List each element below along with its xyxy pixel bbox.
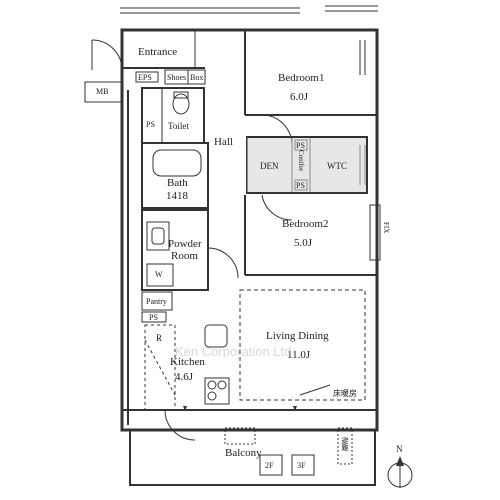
floor-heating-label: 床暖房: [333, 389, 357, 398]
eps-label: EPS: [138, 73, 152, 82]
balcony-door-arc: [164, 409, 196, 441]
burner: [207, 380, 217, 390]
room-label: Room: [171, 250, 198, 262]
bedroom2-size: 5.0J: [294, 237, 313, 249]
living-dining-size: 11.0J: [287, 349, 311, 361]
hatch-3f-label: 3F: [297, 461, 306, 470]
hall-label: Hall: [214, 136, 233, 148]
burner: [217, 380, 227, 390]
living-dining-label: Living Dining: [266, 330, 329, 342]
conifer-label: Conifer: [297, 150, 305, 172]
toilet-room: [141, 87, 205, 144]
living-dining-area: [239, 289, 366, 401]
fix-window: [369, 204, 381, 261]
north-label: N: [396, 444, 403, 454]
powder-room: [141, 209, 209, 291]
bath-label: Bath: [167, 177, 188, 189]
powder-door-arc: [207, 247, 239, 279]
watermark: Ken Corporation Ltd: [175, 344, 292, 359]
ps-wtc-top-label: PS: [296, 141, 305, 150]
pantry: [141, 291, 173, 311]
eps-box: [135, 71, 159, 83]
entrance-door-arc: [91, 39, 123, 71]
mb-box: [84, 81, 123, 103]
r-label: R: [156, 333, 163, 343]
closet-shade: [247, 138, 366, 192]
ps-toilet-label: PS: [146, 120, 155, 129]
north-arrow: [396, 456, 404, 466]
hatch-3f: [291, 454, 315, 476]
toilet-label: Toilet: [168, 121, 189, 131]
washer-space: [146, 263, 174, 287]
shoes-box: [164, 69, 206, 85]
outer-wall: [120, 28, 379, 432]
evac-label: 避難: [341, 437, 349, 451]
kitchen-diagonal: [144, 339, 176, 396]
kitchen-size: 4.6J: [175, 371, 194, 383]
ps-kitchen-label: PS: [149, 313, 158, 322]
box-label: Box: [190, 73, 204, 82]
hatch-2f: [259, 454, 283, 476]
ps-kitchen-box: [141, 311, 167, 323]
ps-wtc-bottom-label: PS: [296, 181, 305, 190]
fix-label: FIX: [382, 222, 390, 234]
kitchen-sink: [204, 324, 228, 348]
bath-room: [141, 142, 209, 209]
door-marker: [293, 406, 297, 411]
shoes-label: Shoes: [167, 73, 187, 82]
bedroom2-label: Bedroom2: [282, 218, 329, 230]
markers: [183, 406, 404, 466]
bedroom1-label: Bedroom1: [278, 72, 325, 84]
kitchen-label: Kitchen: [170, 356, 205, 368]
entrance-label: Entrance: [138, 46, 178, 58]
balcony-label: Balcony: [225, 447, 262, 459]
wtc-label: WTC: [327, 161, 347, 171]
cooktop: [204, 377, 230, 405]
bedroom2-door-arc: [261, 194, 293, 221]
toilet-tank: [173, 91, 189, 99]
pantry-label: Pantry: [146, 297, 167, 306]
evac-box: [337, 427, 353, 465]
sink: [151, 227, 165, 245]
vanity: [146, 221, 170, 251]
hatch-2f-label: 2F: [265, 461, 274, 470]
kitchen-counter: [144, 324, 176, 411]
floor-heating-mark: [299, 384, 331, 396]
bathtub: [152, 149, 202, 177]
bedroom1-size: 6.0J: [290, 91, 309, 103]
bath-size: 1418: [166, 190, 188, 202]
balcony: [129, 429, 376, 486]
toilet-fixture: [172, 93, 190, 115]
powder-label: Powder: [168, 238, 202, 250]
door-marker: [183, 406, 187, 411]
ac-unit: [224, 427, 256, 445]
w-label: W: [155, 270, 163, 279]
mb-label: MB: [96, 87, 109, 96]
burner: [207, 391, 217, 401]
den-label: DEN: [260, 161, 279, 171]
